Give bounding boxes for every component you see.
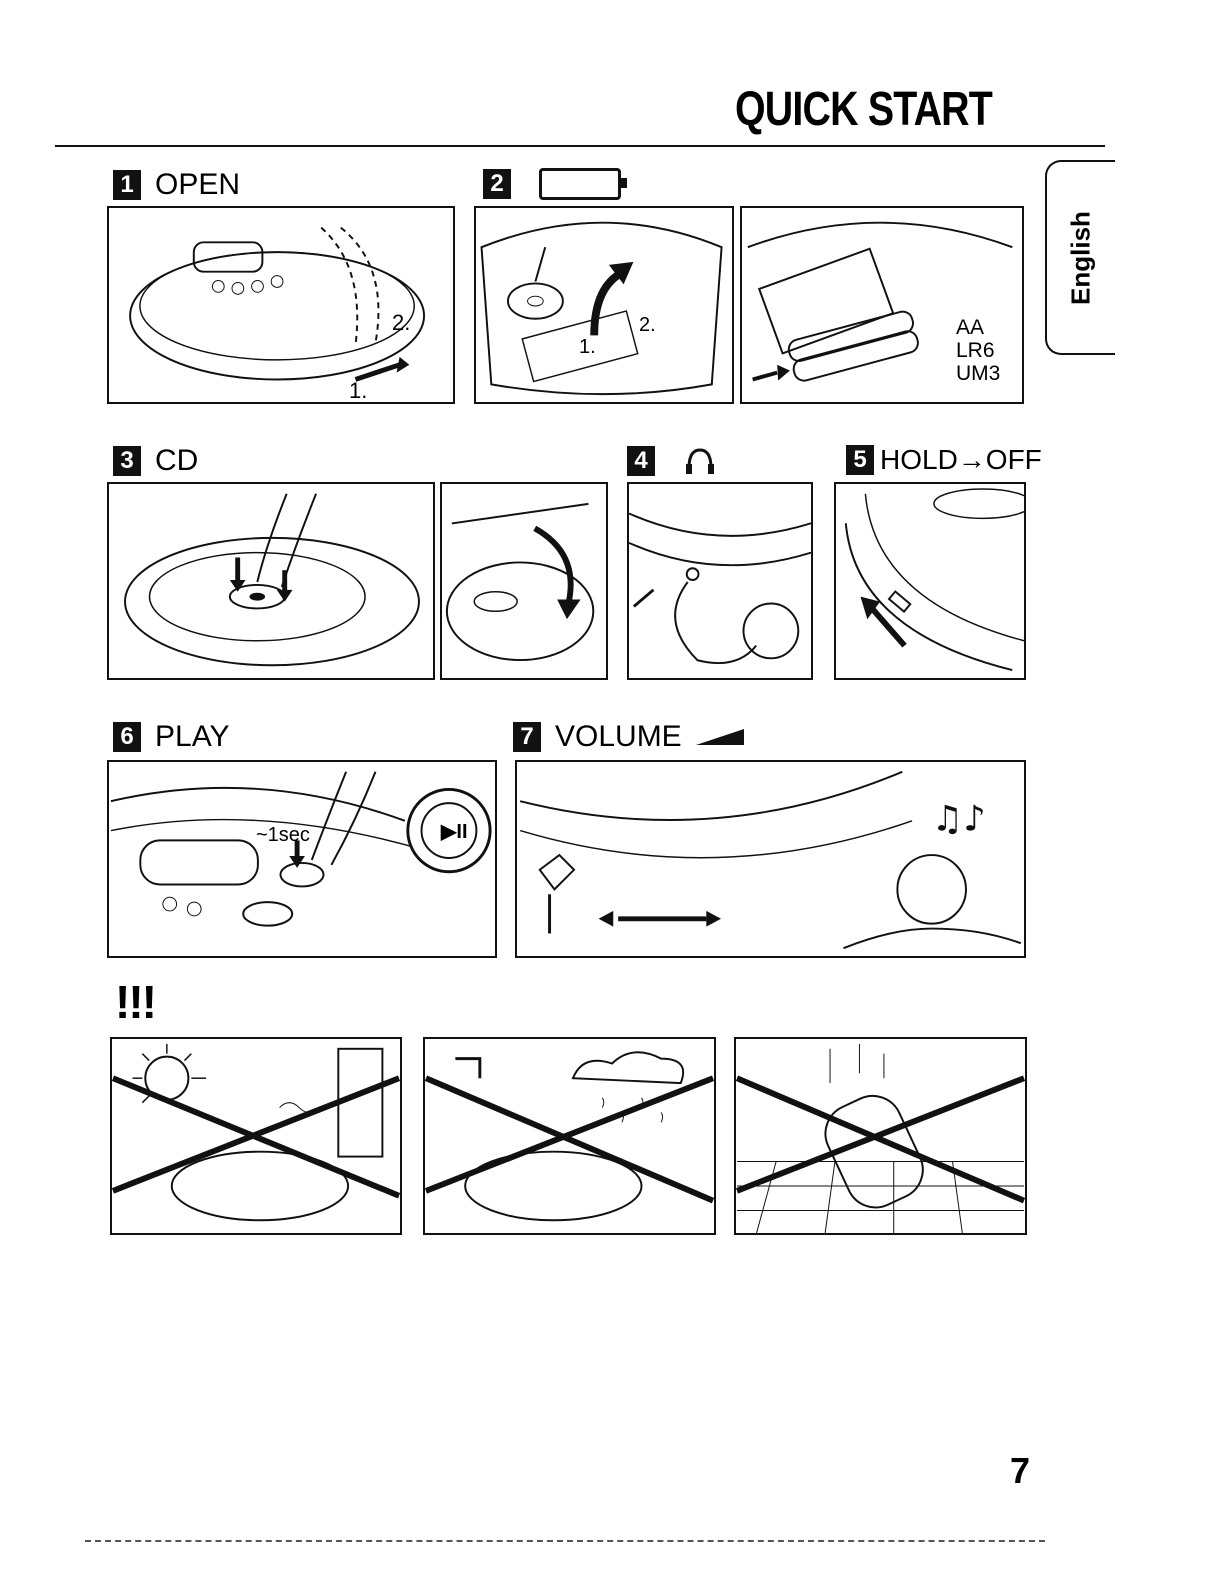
music-notes-icon: ♫♪ [932,799,986,840]
open-panel: 2. 1. [107,206,455,404]
step-label: PLAY [155,720,230,754]
cd-insert-panel [107,482,435,680]
play-button-illustration [109,762,495,956]
headphones-connect-illustration [629,484,811,678]
battery-type-list: AA LR6 UM3 [956,316,1000,385]
volume-adjust-illustration: ♫♪ [517,762,1024,956]
step-label: HOLD→OFF [880,444,1042,476]
batt-step-1-label: 1. [579,336,596,359]
battery-insert-panel: AA LR6 UM3 [740,206,1024,404]
headphones-panel [627,482,813,680]
headphones-icon [683,444,717,478]
step-number: 6 [113,722,141,752]
play-pause-icon: ▶II [441,819,468,844]
open-step-1-label: 1. [349,378,367,404]
battery-icon [539,168,621,200]
battery-type: AA [956,316,1000,339]
step-label: OPEN [155,168,240,202]
battery-lid-panel: 2. 1. [474,206,734,404]
batt-step-2-label: 2. [639,314,656,337]
hold-switch-illustration [836,484,1024,678]
warning-drop-panel [734,1037,1027,1235]
step-number: 3 [113,446,141,476]
play-panel: ~1sec ▶II [107,760,497,958]
step-number: 5 [846,445,874,475]
volume-panel: ♫♪ [515,760,1026,958]
warning-marker: !!! [115,975,155,1029]
drop-warning-illustration [736,1039,1025,1233]
page-number: 7 [1010,1450,1030,1492]
step-4-heading: 4 [627,444,717,478]
step-3-heading: 3 CD [113,444,198,478]
open-step-2-label: 2. [392,310,410,336]
lid-close-illustration [442,484,606,678]
hold-duration-label: ~1sec [256,824,310,847]
battery-type: UM3 [956,362,1000,385]
warning-heat-panel [110,1037,402,1235]
warning-water-panel [423,1037,716,1235]
step-6-heading: 6 PLAY [113,720,230,754]
step-label: CD [155,444,198,478]
heat-warning-illustration [112,1039,400,1233]
step-number: 4 [627,446,655,476]
volume-wedge-icon [696,727,746,747]
water-warning-illustration [425,1039,714,1233]
cd-player-open-illustration [109,208,453,402]
step-number: 1 [113,170,141,200]
step-number: 7 [513,722,541,752]
language-tab-label: English [1066,211,1097,305]
step-7-heading: 7 VOLUME [513,720,746,754]
cd-close-panel [440,482,608,680]
step-label: VOLUME [555,720,682,754]
page-title: QUICK START [735,82,992,137]
battery-lid-illustration [476,208,732,402]
step-2-heading: 2 [483,168,621,200]
hold-panel [834,482,1026,680]
battery-type: LR6 [956,339,1000,362]
cd-insert-illustration [109,484,433,678]
step-5-heading: 5 HOLD→OFF [846,444,1042,476]
footer-rule [85,1540,1045,1542]
step-1-heading: 1 OPEN [113,168,240,202]
step-number: 2 [483,169,511,199]
language-tab: English [1045,160,1115,355]
header-rule [55,145,1105,147]
